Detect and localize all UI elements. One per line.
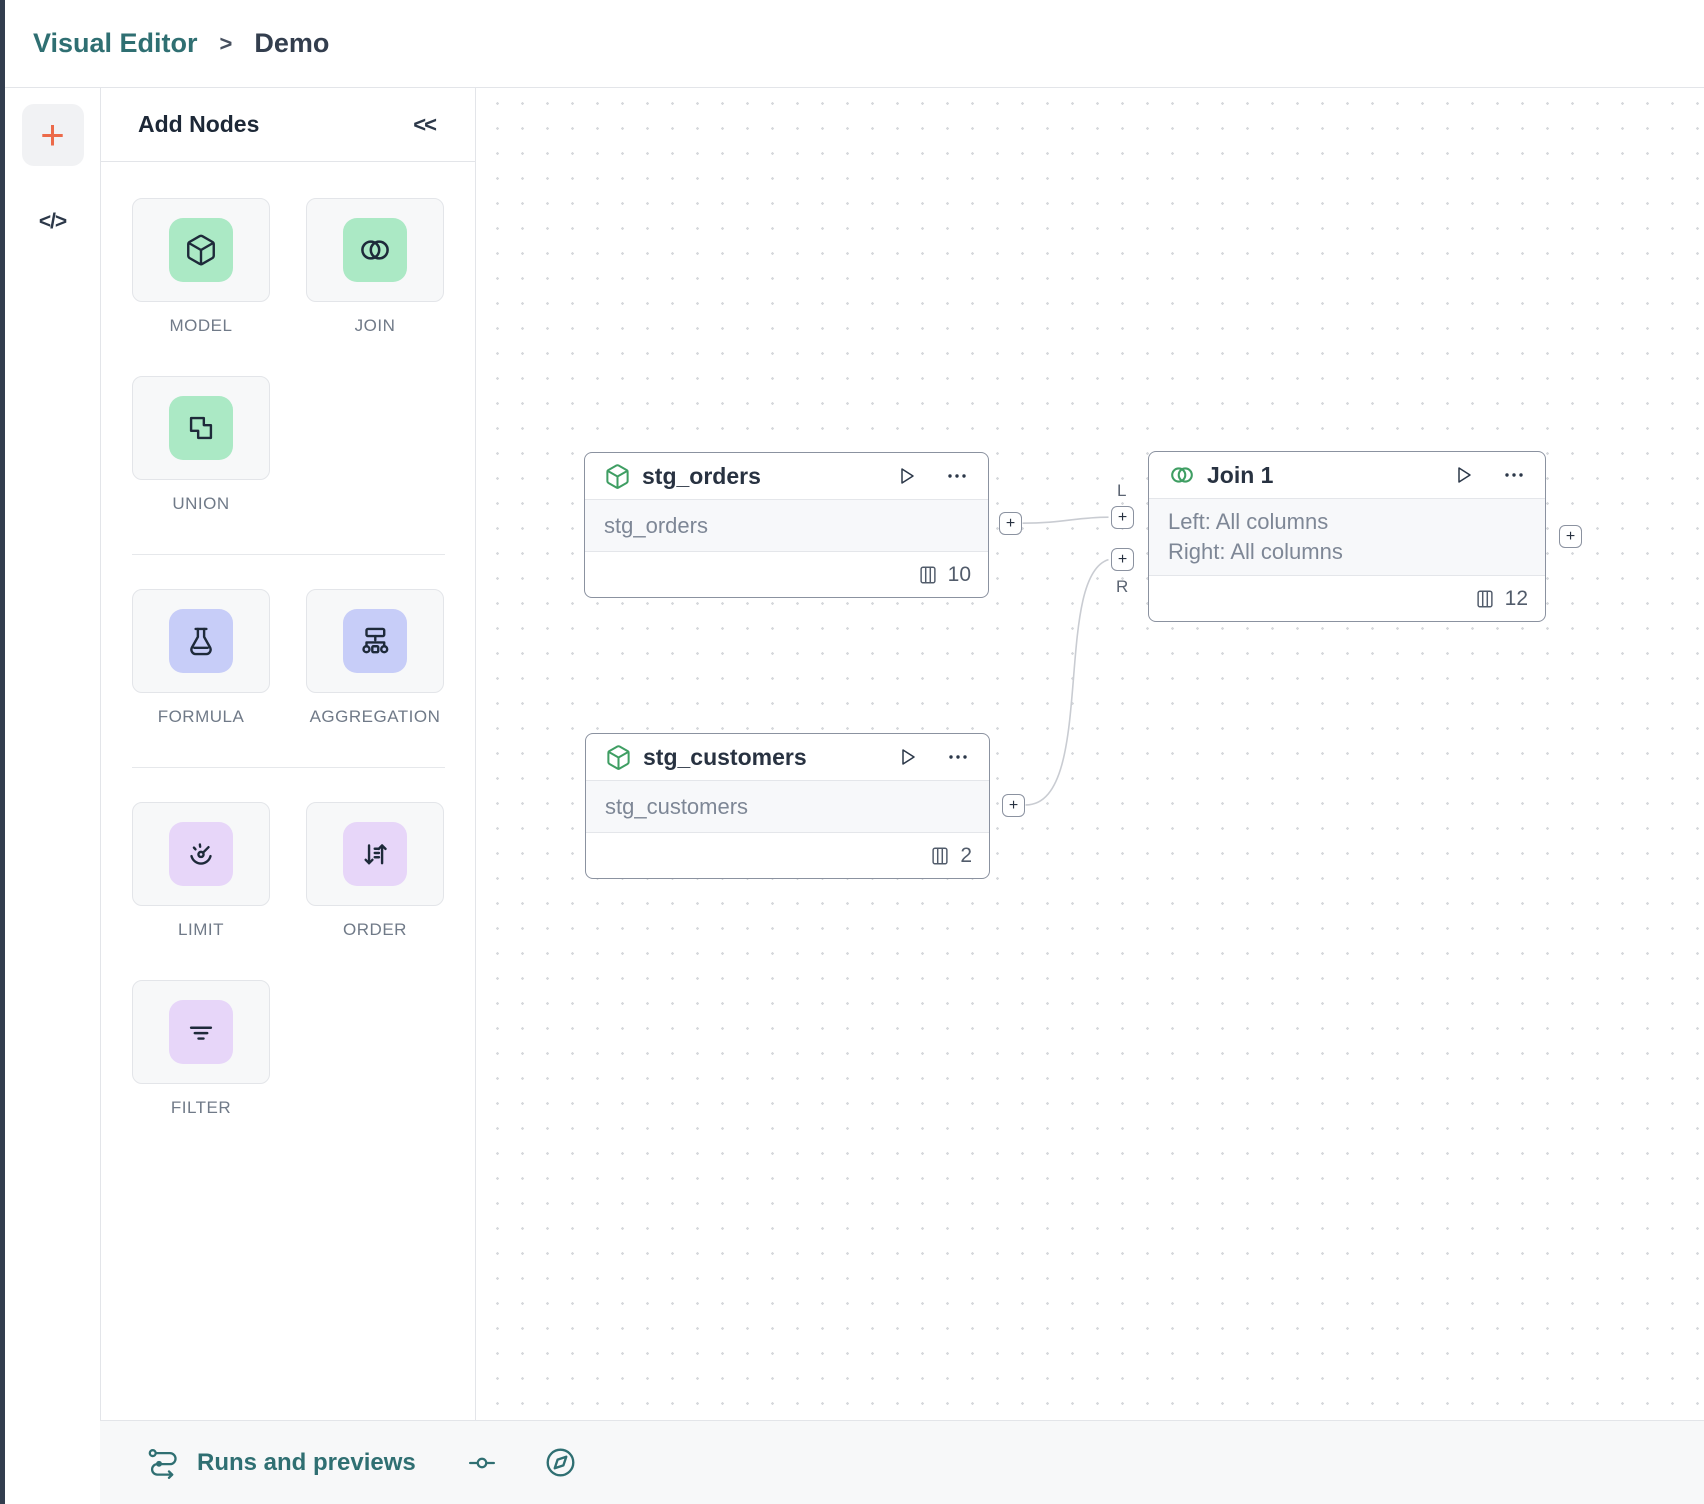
run-node-button[interactable]	[894, 464, 918, 488]
column-count: 2	[960, 843, 972, 867]
join-left-columns: Left: All columns	[1168, 509, 1329, 534]
tile-join[interactable]	[306, 198, 444, 302]
commit-icon[interactable]	[464, 1448, 500, 1478]
tile-filter[interactable]	[132, 980, 270, 1084]
node-join-1[interactable]: Join 1 Left: All columns Right: All colu…	[1148, 451, 1546, 622]
node-subtitle: stg_orders	[585, 499, 988, 552]
column-count: 12	[1504, 586, 1528, 610]
window-edge-line	[0, 0, 5, 1504]
tile-limit-label: LIMIT	[178, 920, 224, 939]
node-subtitle: stg_customers	[586, 780, 989, 833]
tile-formula[interactable]	[132, 589, 270, 693]
node-title: stg_customers	[643, 743, 807, 770]
cube-icon	[605, 744, 632, 771]
node-menu-button[interactable]	[946, 745, 970, 769]
gauge-icon	[169, 822, 233, 886]
tile-aggregation[interactable]	[306, 589, 444, 693]
sitemap-icon	[343, 609, 407, 673]
join-output-handle[interactable]: +	[1559, 525, 1582, 548]
tile-union-label: UNION	[172, 494, 230, 513]
left-rail: + </>	[5, 88, 100, 1504]
plus-icon: +	[40, 111, 65, 158]
join-circles-icon	[343, 218, 407, 282]
sort-arrows-icon	[343, 822, 407, 886]
columns-icon	[929, 845, 951, 867]
columns-icon	[917, 564, 939, 586]
runs-and-previews-button[interactable]: Runs and previews	[146, 1447, 416, 1479]
join-circles-icon	[1168, 461, 1196, 489]
collapse-panel-button[interactable]: <<	[413, 111, 437, 137]
tile-join-label: JOIN	[354, 316, 396, 335]
runs-and-previews-label: Runs and previews	[197, 1448, 416, 1476]
bottom-bar: Runs and previews	[100, 1420, 1704, 1504]
flow-run-icon	[146, 1447, 182, 1479]
edge-lines	[1022, 516, 1109, 806]
panel-title: Add Nodes	[138, 111, 260, 137]
left-port-label: L	[1117, 481, 1127, 500]
tile-formula-label: FORMULA	[157, 707, 245, 726]
join-right-columns: Right: All columns	[1168, 539, 1343, 564]
breadcrumb-separator: >	[219, 30, 233, 56]
add-nodes-panel: Add Nodes << MODEL JOIN	[100, 88, 476, 1420]
stg-orders-output-handle[interactable]: +	[999, 512, 1022, 535]
panel-divider	[132, 767, 445, 768]
flask-icon	[169, 609, 233, 673]
right-port-label: R	[1116, 577, 1129, 596]
node-title: Join 1	[1207, 461, 1274, 488]
union-squares-icon	[169, 396, 233, 460]
code-editor-button[interactable]: </>	[38, 210, 67, 234]
tile-model[interactable]	[132, 198, 270, 302]
node-title: stg_orders	[642, 462, 761, 489]
join-right-input-handle[interactable]: +	[1111, 548, 1134, 571]
code-icon: </>	[38, 210, 67, 233]
node-stg-customers[interactable]: stg_customers stg_customers 2	[585, 733, 990, 879]
tile-limit[interactable]	[132, 802, 270, 906]
column-count: 10	[947, 562, 971, 586]
add-button[interactable]: +	[21, 104, 84, 166]
stg-customers-output-handle[interactable]: +	[1002, 794, 1025, 817]
join-left-input-handle[interactable]: +	[1111, 506, 1134, 529]
node-menu-button[interactable]	[1502, 463, 1526, 487]
tile-order[interactable]	[306, 802, 444, 906]
breadcrumb: Visual Editor > Demo	[5, 0, 1704, 88]
tile-order-label: ORDER	[343, 920, 407, 939]
tile-filter-label: FILTER	[170, 1098, 232, 1117]
filter-lines-icon	[169, 1000, 233, 1064]
breadcrumb-visual-editor[interactable]: Visual Editor	[33, 28, 198, 58]
run-node-button[interactable]	[895, 745, 919, 769]
panel-divider	[132, 554, 445, 555]
cube-icon	[604, 463, 631, 490]
tile-union[interactable]	[132, 376, 270, 480]
node-stg-orders[interactable]: stg_orders stg_orders 10	[584, 452, 989, 598]
tile-model-label: MODEL	[169, 316, 233, 335]
columns-icon	[1474, 588, 1496, 610]
breadcrumb-demo: Demo	[254, 28, 330, 58]
compass-icon[interactable]	[544, 1446, 577, 1479]
run-node-button[interactable]	[1451, 463, 1475, 487]
node-menu-button[interactable]	[945, 464, 969, 488]
canvas[interactable]: stg_orders stg_orders 10 stg_custome	[477, 89, 1704, 1420]
cube-icon	[169, 218, 233, 282]
tile-aggregation-label: AGGREGATION	[309, 707, 441, 726]
